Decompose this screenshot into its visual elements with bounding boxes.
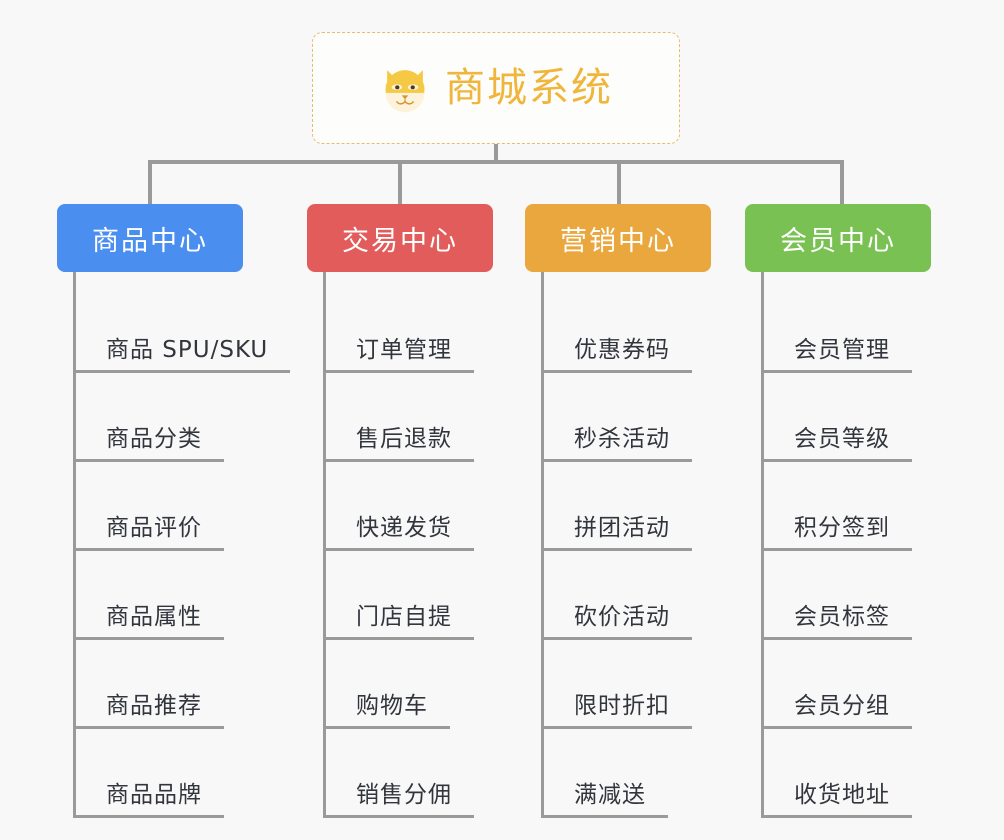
leaf-label: 销售分佣: [326, 782, 474, 818]
connector-drop-member-center: [840, 160, 844, 208]
list-item[interactable]: 会员等级: [764, 373, 935, 462]
list-item[interactable]: 优惠券码: [544, 284, 715, 373]
leaf-list-product-center: 商品 SPU/SKU 商品分类 商品评价 商品属性 商品推荐 商品品牌: [73, 272, 291, 818]
leaf-list-trade-center: 订单管理 售后退款 快递发货 门店自提 购物车 销售分佣: [323, 272, 497, 818]
list-item[interactable]: 商品 SPU/SKU: [76, 284, 291, 373]
leaf-label: 限时折扣: [544, 693, 692, 729]
leaf-label: 商品推荐: [76, 693, 224, 729]
leaf-label: 商品评价: [76, 515, 224, 551]
list-item[interactable]: 收货地址: [764, 729, 935, 818]
root-node-mall-system[interactable]: 商城系统: [312, 32, 680, 144]
list-item[interactable]: 商品推荐: [76, 640, 247, 729]
leaf-label: 秒杀活动: [544, 426, 692, 462]
connector-drop-product-center: [148, 160, 152, 208]
leaf-list-marketing-center: 优惠券码 秒杀活动 拼团活动 砍价活动 限时折扣 满减送: [541, 272, 715, 818]
connector-drop-trade-center: [398, 160, 402, 208]
connector-horizontal-bus: [148, 160, 844, 164]
leaf-label: 商品品牌: [76, 782, 224, 818]
list-item[interactable]: 销售分佣: [326, 729, 497, 818]
leaf-label: 商品属性: [76, 604, 224, 640]
category-header-marketing-center[interactable]: 营销中心: [525, 204, 711, 272]
leaf-list-member-center: 会员管理 会员等级 积分签到 会员标签 会员分组 收货地址: [761, 272, 935, 818]
list-item[interactable]: 购物车: [326, 640, 497, 729]
leaf-label: 订单管理: [326, 337, 474, 373]
list-item[interactable]: 商品评价: [76, 462, 247, 551]
leaf-label: 会员标签: [764, 604, 912, 640]
list-item[interactable]: 快递发货: [326, 462, 497, 551]
leaf-label: 会员等级: [764, 426, 912, 462]
category-label: 交易中心: [342, 225, 458, 257]
list-item[interactable]: 会员标签: [764, 551, 935, 640]
leaf-label: 积分签到: [764, 515, 912, 551]
list-item[interactable]: 商品分类: [76, 373, 247, 462]
list-item[interactable]: 限时折扣: [544, 640, 715, 729]
leaf-label: 会员管理: [764, 337, 912, 373]
category-header-product-center[interactable]: 商品中心: [57, 204, 243, 272]
root-title: 商城系统: [445, 65, 613, 111]
list-item[interactable]: 会员分组: [764, 640, 935, 729]
list-item[interactable]: 订单管理: [326, 284, 497, 373]
list-item[interactable]: 商品品牌: [76, 729, 247, 818]
leaf-label: 满减送: [544, 782, 668, 818]
list-item[interactable]: 门店自提: [326, 551, 497, 640]
shiba-dog-face-icon: [385, 70, 425, 113]
list-item[interactable]: 砍价活动: [544, 551, 715, 640]
branch-product-center: 商品中心 商品 SPU/SKU 商品分类 商品评价 商品属性 商品推荐 商品品牌: [57, 204, 291, 818]
leaf-label: 商品分类: [76, 426, 224, 462]
category-header-trade-center[interactable]: 交易中心: [307, 204, 493, 272]
category-label: 商品中心: [92, 225, 208, 257]
leaf-label: 收货地址: [764, 782, 912, 818]
leaf-label: 优惠券码: [544, 337, 692, 373]
leaf-label: 砍价活动: [544, 604, 692, 640]
list-item[interactable]: 满减送: [544, 729, 715, 818]
list-item[interactable]: 会员管理: [764, 284, 935, 373]
connector-root-stem: [494, 144, 498, 164]
leaf-label: 会员分组: [764, 693, 912, 729]
leaf-label: 商品 SPU/SKU: [76, 337, 291, 373]
branch-marketing-center: 营销中心 优惠券码 秒杀活动 拼团活动 砍价活动 限时折扣 满减送: [525, 204, 715, 818]
branch-trade-center: 交易中心 订单管理 售后退款 快递发货 门店自提 购物车 销售分佣: [307, 204, 497, 818]
category-label: 营销中心: [560, 225, 676, 257]
connector-drop-marketing-center: [617, 160, 621, 208]
category-label: 会员中心: [780, 225, 896, 257]
list-item[interactable]: 售后退款: [326, 373, 497, 462]
leaf-label: 拼团活动: [544, 515, 692, 551]
list-item[interactable]: 商品属性: [76, 551, 247, 640]
leaf-label: 售后退款: [326, 426, 474, 462]
branch-member-center: 会员中心 会员管理 会员等级 积分签到 会员标签 会员分组 收货地址: [745, 204, 935, 818]
list-item[interactable]: 秒杀活动: [544, 373, 715, 462]
leaf-label: 购物车: [326, 693, 450, 729]
list-item[interactable]: 拼团活动: [544, 462, 715, 551]
leaf-label: 门店自提: [326, 604, 474, 640]
category-header-member-center[interactable]: 会员中心: [745, 204, 931, 272]
list-item[interactable]: 积分签到: [764, 462, 935, 551]
leaf-label: 快递发货: [326, 515, 474, 551]
